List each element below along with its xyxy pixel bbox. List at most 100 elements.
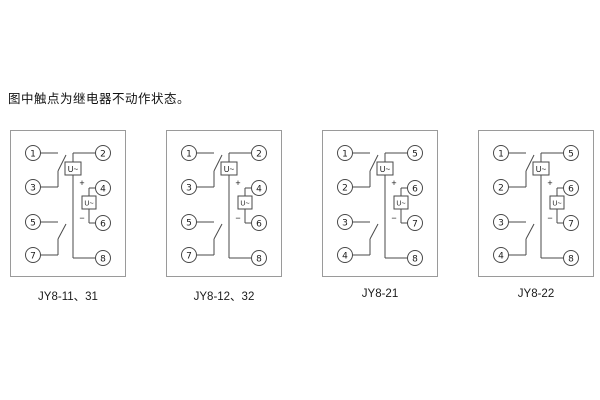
terminal-2 (251, 145, 267, 161)
terminal-label: 7 (30, 251, 36, 261)
contact-blade (213, 223, 223, 240)
terminal-3 (25, 179, 41, 195)
terminal-label: 8 (568, 254, 574, 264)
ac-element-label: U~ (224, 165, 235, 174)
terminal-5 (181, 214, 197, 230)
terminal-label: 4 (498, 251, 504, 261)
terminal-2 (337, 179, 353, 195)
terminal-1 (493, 145, 509, 161)
diagram-caption: JY8-12、32 (193, 291, 255, 303)
terminal-label: 5 (412, 149, 418, 159)
terminal-label: 5 (30, 218, 36, 228)
terminal-7 (25, 247, 41, 263)
polarity-plus: + (391, 178, 396, 188)
terminal-label: 2 (342, 183, 348, 193)
terminal-label: 7 (412, 219, 418, 229)
terminal-label: 3 (30, 183, 36, 193)
terminal-1 (181, 145, 197, 161)
dc-element-label: U~ (84, 201, 93, 208)
contact-blade (213, 154, 223, 172)
polarity-plus: + (79, 178, 84, 188)
terminal-2 (493, 179, 509, 195)
terminal-4 (493, 247, 509, 263)
terminal-3 (181, 179, 197, 195)
terminal-label: 2 (256, 149, 262, 159)
dc-element-label: U~ (240, 201, 249, 208)
polarity-minus: − (547, 213, 552, 223)
terminal-4 (95, 180, 111, 196)
terminal-6 (95, 215, 111, 231)
terminal-6 (251, 215, 267, 231)
terminal-5 (25, 214, 41, 230)
terminal-5 (407, 145, 423, 161)
terminal-1 (337, 145, 353, 161)
terminal-label: 6 (100, 219, 106, 229)
terminal-label: 6 (256, 219, 262, 229)
terminal-7 (563, 215, 579, 231)
diagram-caption: JY8-11、31 (38, 291, 98, 303)
terminal-label: 8 (100, 254, 106, 264)
terminal-label: 7 (568, 219, 574, 229)
terminal-label: 2 (100, 149, 106, 159)
terminal-label: 1 (186, 149, 192, 159)
terminal-label: 3 (498, 218, 504, 228)
terminal-label: 8 (412, 254, 418, 264)
terminal-8 (251, 250, 267, 266)
terminal-4 (337, 247, 353, 263)
terminal-label: 6 (412, 184, 418, 194)
terminal-7 (181, 247, 197, 263)
terminal-label: 7 (186, 251, 192, 261)
ac-element-label: U~ (536, 165, 547, 174)
dc-element-label: U~ (396, 201, 405, 208)
polarity-minus: − (235, 213, 240, 223)
terminal-label: 4 (100, 184, 106, 194)
polarity-plus: + (547, 178, 552, 188)
ac-element-label: U~ (68, 165, 79, 174)
dc-element-label: U~ (552, 201, 561, 208)
contact-blade (525, 223, 535, 240)
terminal-label: 1 (342, 149, 348, 159)
terminal-6 (407, 180, 423, 196)
contact-blade (57, 223, 67, 240)
terminal-3 (493, 214, 509, 230)
polarity-plus: + (235, 178, 240, 188)
terminal-label: 3 (342, 218, 348, 228)
contact-blade (525, 154, 535, 172)
terminal-8 (95, 250, 111, 266)
contact-blade (369, 154, 379, 172)
terminal-label: 3 (186, 183, 192, 193)
polarity-minus: − (79, 213, 84, 223)
contact-blade (57, 154, 67, 172)
terminal-8 (563, 250, 579, 266)
polarity-minus: − (391, 213, 396, 223)
terminal-label: 5 (186, 218, 192, 228)
terminal-label: 1 (30, 149, 36, 159)
terminal-7 (407, 215, 423, 231)
diagram-caption: JY8-21 (361, 288, 399, 300)
terminal-2 (95, 145, 111, 161)
terminal-label: 5 (568, 149, 574, 159)
terminal-label: 1 (498, 149, 504, 159)
contact-blade (369, 223, 379, 240)
terminal-1 (25, 145, 41, 161)
diagram-caption: JY8-22 (517, 288, 555, 300)
terminal-label: 4 (342, 251, 348, 261)
note-text: 图中触点为继电器不动作状态。 (8, 92, 191, 106)
terminal-3 (337, 214, 353, 230)
ac-element-label: U~ (380, 165, 391, 174)
terminal-label: 4 (256, 184, 262, 194)
terminal-label: 8 (256, 254, 262, 264)
terminal-8 (407, 250, 423, 266)
